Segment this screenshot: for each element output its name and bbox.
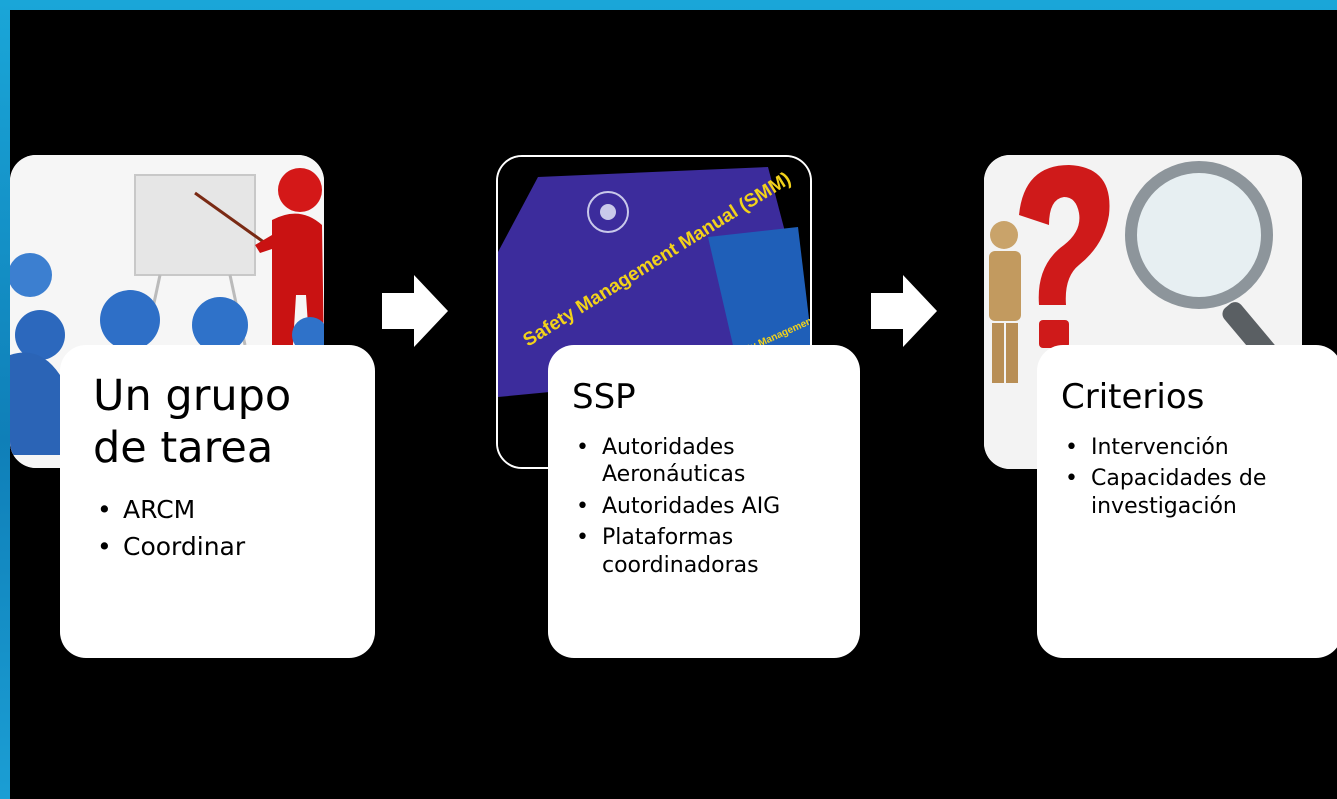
step2-bullet: • Autoridades AIG <box>576 493 781 519</box>
arrow-right-icon <box>382 275 448 347</box>
step1-bullet: • ARCM <box>97 495 196 525</box>
bullet-dot-icon: • <box>576 525 589 551</box>
step2-bullet: • Plataformas coordinadoras <box>576 525 759 578</box>
step3-title: Criterios <box>1061 377 1205 417</box>
bullet-dot-icon: • <box>1065 466 1078 492</box>
arrow-right-icon <box>871 275 937 347</box>
step1-text-card: Un grupo de tarea • ARCM • Coordinar <box>60 345 375 658</box>
step2-bullet-list: • Autoridades Aeronáuticas • Autoridades… <box>572 434 847 580</box>
slide-canvas: Safety Management Manual (SMM) Safety Ma… <box>10 10 1337 799</box>
step3-bullet: • Intervención <box>1065 434 1229 460</box>
bullet-dot-icon: • <box>97 495 112 525</box>
step2-text-card: SSP • Autoridades Aeronáuticas • Autorid… <box>548 345 860 658</box>
step3-bullet: • Capacidades de investigación <box>1065 466 1267 519</box>
step1-title: Un grupo de tarea <box>93 371 292 473</box>
step2-bullet: • Autoridades Aeronáuticas <box>576 434 746 488</box>
step1-bullet-list: • ARCM • Coordinar <box>93 494 375 563</box>
step3-bullet-list: • Intervención • Capacidades de investig… <box>1061 434 1331 521</box>
step3-text-card: Criterios • Intervención • Capacidades d… <box>1037 345 1337 658</box>
step2-title: SSP <box>572 377 636 417</box>
step1-bullet: • Coordinar <box>97 532 246 562</box>
bullet-dot-icon: • <box>97 532 112 562</box>
bullet-dot-icon: • <box>1065 434 1078 460</box>
bullet-dot-icon: • <box>576 493 589 519</box>
bullet-dot-icon: • <box>576 434 589 460</box>
